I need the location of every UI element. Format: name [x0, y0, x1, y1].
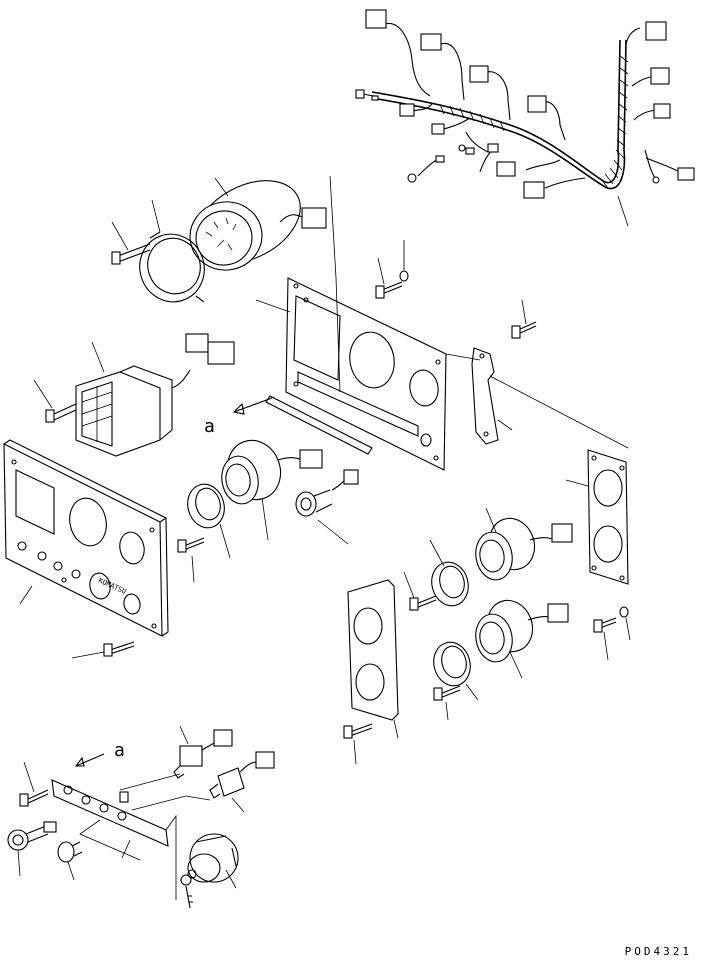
- screw: [433, 685, 461, 721]
- screw: [33, 379, 77, 423]
- switch-plate: [51, 779, 169, 859]
- section-marker-a-switch: a: [74, 740, 125, 767]
- marker-a-switch-label: a: [114, 740, 125, 761]
- right-gauge-ring-upper: [429, 539, 469, 607]
- section-marker-a: a: [204, 397, 273, 437]
- pilot-lamp: [7, 821, 57, 877]
- right-gauge-lower: [475, 599, 569, 679]
- screw: [19, 761, 49, 807]
- wiring-harness: [355, 9, 695, 227]
- gauge-ring: [187, 483, 231, 559]
- gauge-retaining-ring: [139, 199, 205, 303]
- indicator-lamp: [295, 469, 359, 545]
- screw: [71, 641, 135, 659]
- screw: [343, 723, 373, 765]
- key-switch: [187, 833, 239, 889]
- bracket: [445, 347, 513, 445]
- sub-mounting-plate: [489, 375, 629, 585]
- assembly-lines: [79, 773, 211, 900]
- medium-gauge: [221, 439, 323, 541]
- right-gauge-upper: [475, 507, 573, 581]
- screw-washer: [593, 606, 631, 661]
- marker-a-label: a: [204, 416, 215, 437]
- screw: [403, 571, 437, 611]
- trim-bar: [265, 395, 373, 455]
- screw: [177, 537, 205, 583]
- right-gauge-ring-lower: [433, 641, 479, 701]
- mounting-plate: [255, 175, 447, 471]
- ignition-key: [180, 869, 197, 909]
- large-gauge: [189, 177, 327, 271]
- screw-washer: [375, 240, 409, 299]
- front-face-panel: KOMATSU: [3, 439, 169, 637]
- figure-code: POD4321: [624, 945, 692, 958]
- cover-plate: [347, 579, 399, 739]
- knob: [57, 841, 83, 881]
- toggle-switch-lower: [209, 751, 275, 813]
- screw: [111, 221, 151, 265]
- screw: [511, 299, 537, 339]
- warning-lamp-unit: [75, 333, 235, 457]
- toggle-switch-upper: [173, 725, 233, 779]
